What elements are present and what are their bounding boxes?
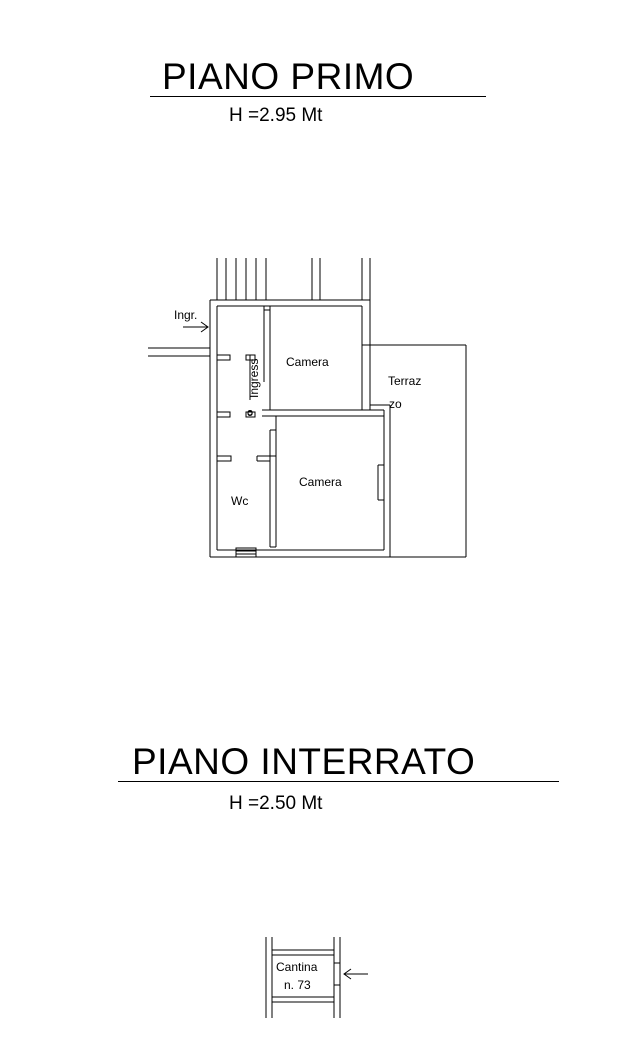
label-bedroom-1: Camera [286, 355, 329, 369]
outer-walls [209, 299, 391, 558]
floor-title-piano-primo: PIANO PRIMO [162, 56, 415, 97]
height-label-piano-interrato: H =2.50 Mt [229, 793, 323, 814]
label-bedroom-2: Camera [299, 475, 342, 489]
terrace-outline [370, 344, 467, 558]
title-underline [118, 781, 559, 782]
label-hall-suffix: o [247, 407, 253, 419]
label-bathroom: Wc [231, 494, 248, 508]
title-underline [150, 96, 486, 97]
label-entrance-arrow: Ingr. [174, 308, 197, 322]
height-label-piano-primo: H =2.95 Mt [229, 105, 323, 126]
label-terrace-suffix: zo [389, 397, 402, 411]
floor-title-piano-interrato: PIANO INTERRATO [132, 741, 476, 782]
interior-walls [216, 306, 384, 558]
entrance-corridor [148, 347, 210, 357]
stairwell-lines [216, 258, 371, 345]
entrance-arrow [183, 321, 209, 333]
label-hall: Ingress [247, 359, 261, 398]
label-terrace: Terraz [388, 374, 421, 388]
